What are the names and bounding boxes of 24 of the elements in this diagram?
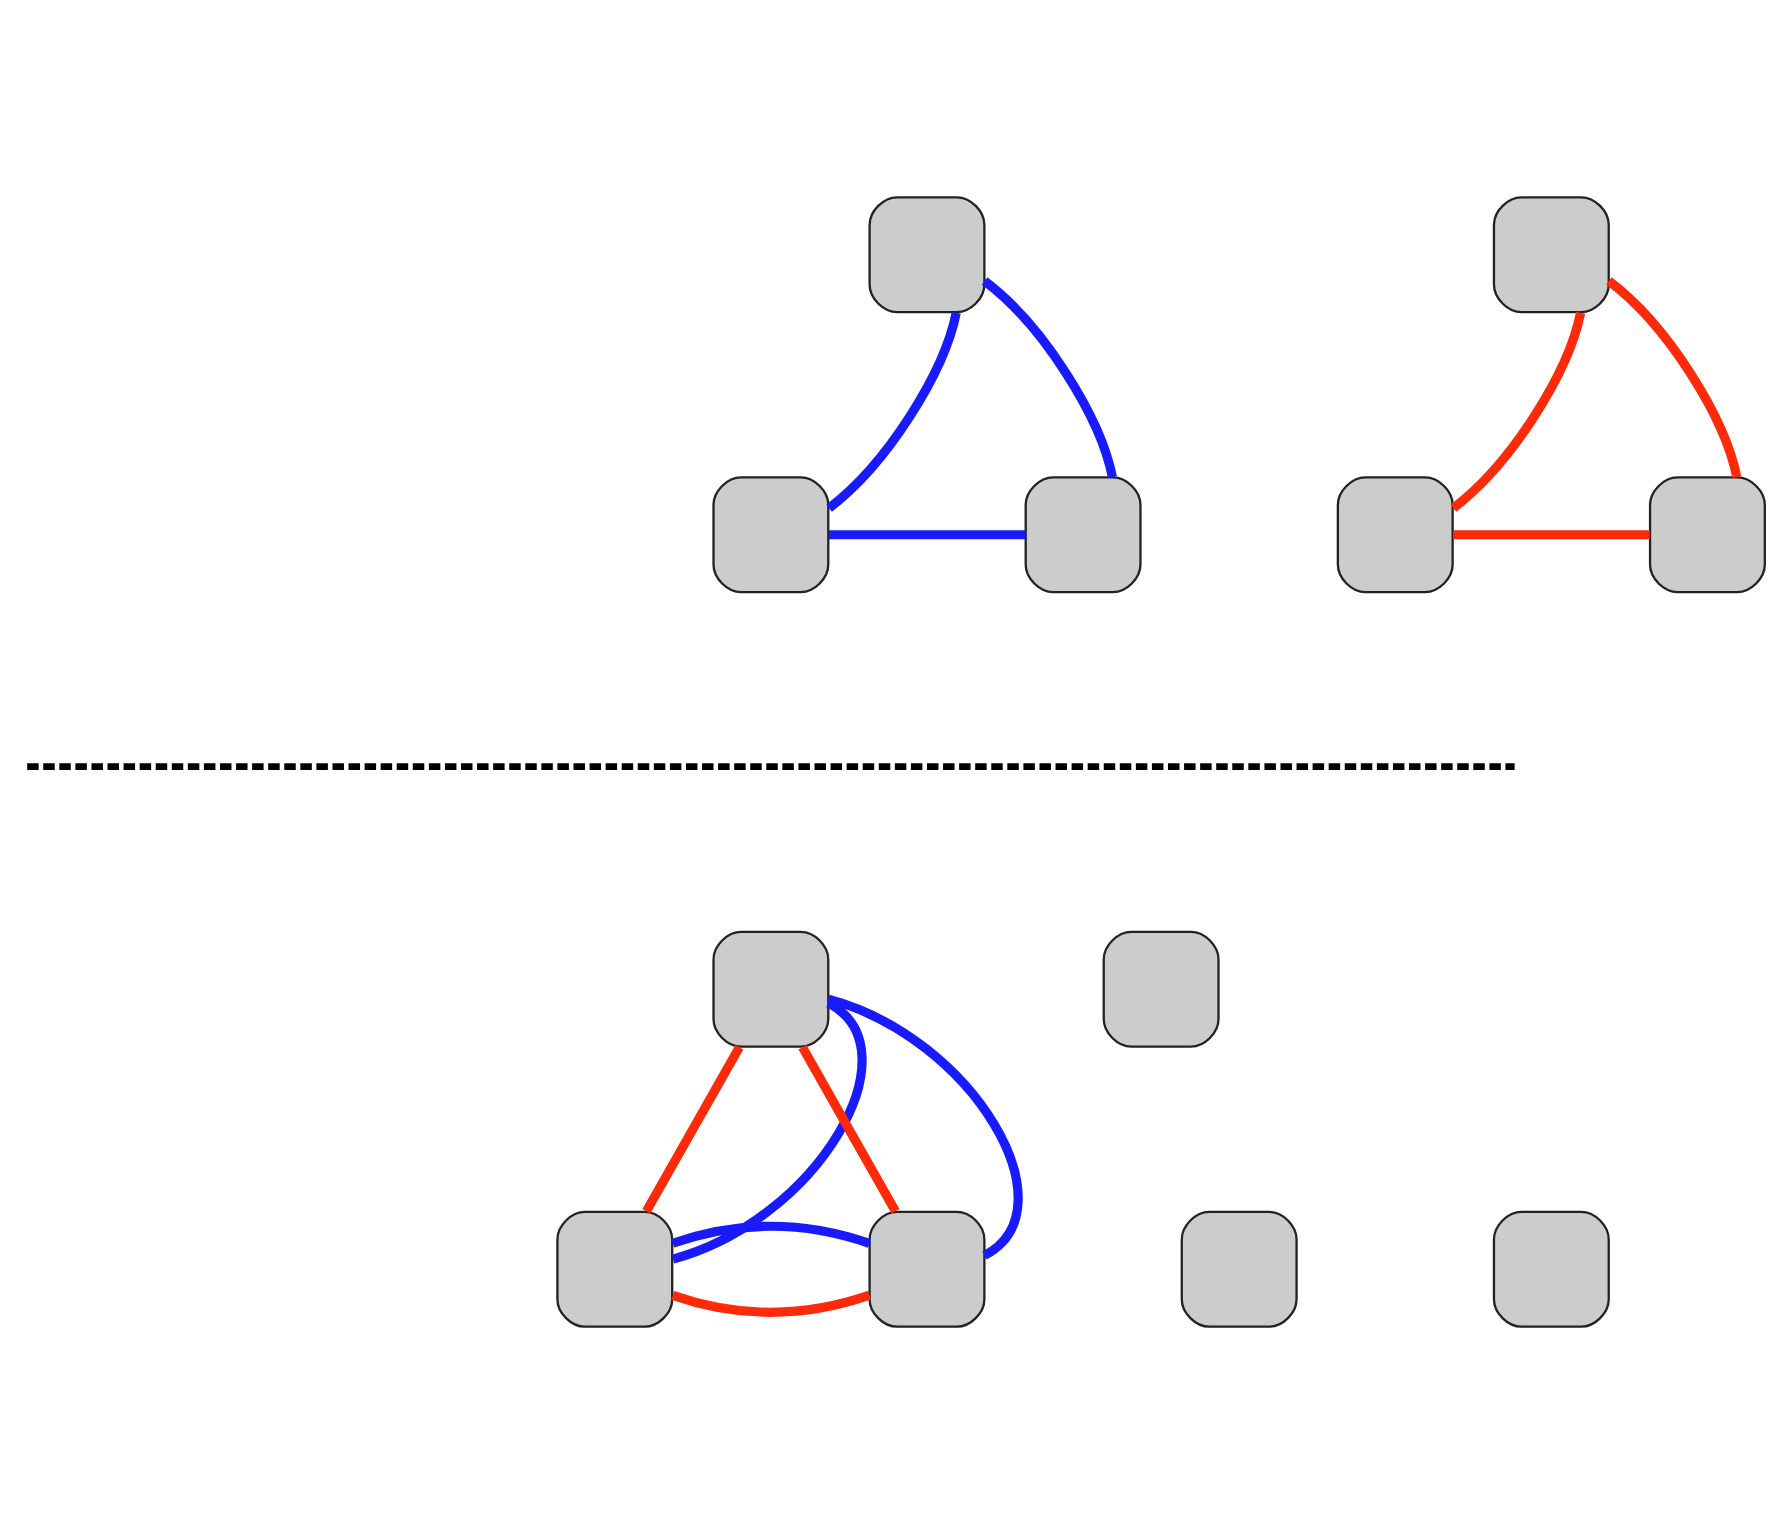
node-box (1491, 1210, 1609, 1328)
connector (670, 1221, 870, 1248)
node-box (1101, 930, 1219, 1048)
connector (1605, 277, 1741, 479)
node-box (555, 1210, 673, 1328)
node-box (711, 930, 829, 1048)
connector (825, 994, 1022, 1260)
node-box (1023, 476, 1141, 594)
node-box (1335, 476, 1453, 594)
connector (641, 1045, 743, 1214)
connector (825, 311, 960, 512)
connector (797, 1045, 899, 1214)
connector (1449, 311, 1585, 512)
connector (670, 1290, 870, 1317)
node-box (1179, 1210, 1297, 1328)
node-box (867, 196, 985, 314)
node-box (1647, 476, 1765, 594)
node-box (867, 1210, 985, 1328)
node-box (1491, 196, 1609, 314)
node-box (711, 476, 829, 594)
connector (1452, 530, 1649, 540)
connector (670, 999, 866, 1264)
connector (980, 277, 1116, 479)
connector (827, 530, 1025, 540)
